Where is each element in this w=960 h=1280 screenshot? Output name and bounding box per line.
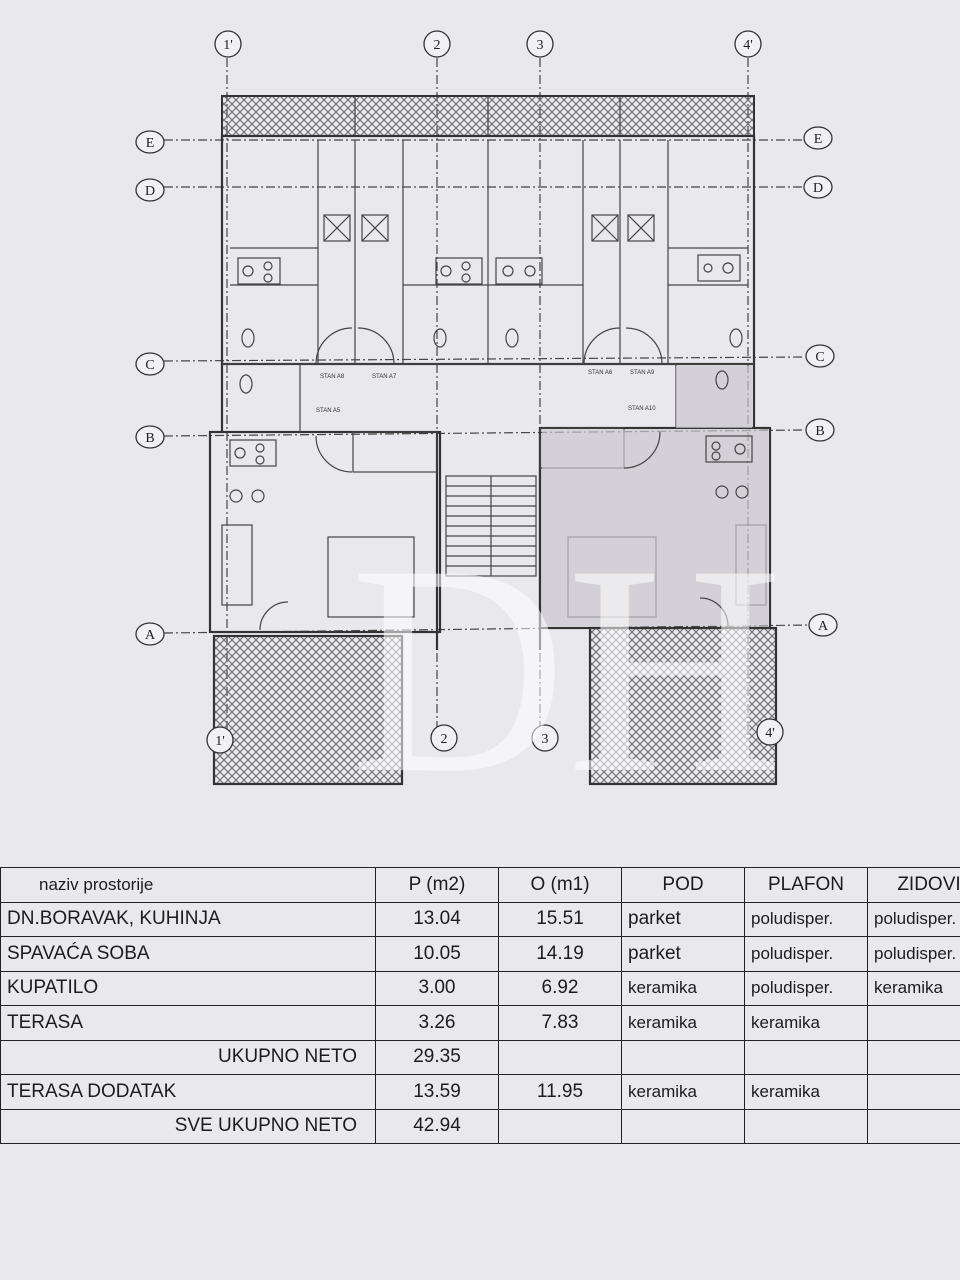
axis-bubbles-top: 1' 2 3 4' <box>214 30 762 58</box>
cell-floor: keramika <box>621 1074 745 1110</box>
cell-perimeter: 14.19 <box>498 936 622 972</box>
table-row: SPAVAĆA SOBA 10.05 14.19 parket poludisp… <box>0 936 960 972</box>
cell-perimeter: 15.51 <box>498 901 622 937</box>
staircase <box>445 475 537 577</box>
cell-subtotal-label: UKUPNO NETO <box>0 1039 376 1075</box>
cell-walls: keramika <box>867 970 960 1006</box>
cell-perimeter: 7.83 <box>498 1005 622 1041</box>
cell-ceiling: poludisper. <box>744 970 868 1006</box>
cell-area: 13.04 <box>375 901 499 937</box>
room-tag: STAN A7 <box>372 374 397 380</box>
cell-room-name: TERASA <box>0 1005 376 1041</box>
axis-label: B <box>815 424 824 439</box>
table-row: KUPATILO 3.00 6.92 keramika poludisper. … <box>0 970 960 1006</box>
room-tag: STAN A6 <box>588 370 613 376</box>
axis-bubbles-right: E D C B A <box>803 126 838 637</box>
cell-empty <box>744 1108 868 1144</box>
terraces <box>212 626 778 786</box>
cell-floor: parket <box>621 901 745 937</box>
floor-plan: STAN A8 STAN A7 STAN A6 STAN A9 STAN A5 … <box>135 30 838 820</box>
cell-room-name: TERASA DODATAK <box>0 1074 376 1110</box>
axis-label: D <box>813 181 823 196</box>
cell-empty <box>744 1039 868 1075</box>
axis-label: 1' <box>215 734 225 749</box>
cell-ceiling: keramika <box>744 1074 868 1110</box>
cell-area: 13.59 <box>375 1074 499 1110</box>
cell-floor: keramika <box>621 1005 745 1041</box>
cell-ceiling: keramika <box>744 1005 868 1041</box>
room-tag: STAN A8 <box>320 374 345 380</box>
cell-room-name: SPAVAĆA SOBA <box>0 936 376 972</box>
cell-walls <box>867 1005 960 1041</box>
table-row: DN.BORAVAK, KUHINJA 13.04 15.51 parket p… <box>0 901 960 937</box>
axis-label: E <box>146 136 155 151</box>
axis-label: 4' <box>765 726 775 741</box>
header-perimeter: O (m1) <box>498 867 622 903</box>
axis-bubbles-left: E D C B A <box>135 130 165 646</box>
cell-empty <box>621 1039 745 1075</box>
cell-walls: poludisper. <box>867 936 960 972</box>
axis-label: A <box>818 619 829 634</box>
table-row: TERASA 3.26 7.83 keramika keramika <box>0 1005 960 1041</box>
table-row: TERASA DODATAK 13.59 11.95 keramika kera… <box>0 1074 960 1110</box>
cell-total-label: SVE UKUPNO NETO <box>0 1108 376 1144</box>
cell-perimeter: 6.92 <box>498 970 622 1006</box>
door-swings <box>259 327 729 631</box>
top-balcony-strip <box>221 95 755 137</box>
cell-area: 3.00 <box>375 970 499 1006</box>
header-area: P (m2) <box>375 867 499 903</box>
cell-room-name: DN.BORAVAK, KUHINJA <box>0 901 376 937</box>
axis-label: 3 <box>537 38 544 53</box>
axis-label: C <box>145 358 154 373</box>
room-schedule-table: naziv prostorije P (m2) O (m1) POD PLAFO… <box>0 867 960 1144</box>
cell-empty <box>498 1108 622 1144</box>
cell-floor: parket <box>621 936 745 972</box>
cell-floor: keramika <box>621 970 745 1006</box>
room-tag: STAN A5 <box>316 408 341 414</box>
watermark-logo: DH <box>350 503 783 820</box>
axis-label: D <box>145 184 155 199</box>
cell-perimeter: 11.95 <box>498 1074 622 1110</box>
cell-total-area: 42.94 <box>375 1108 499 1144</box>
axis-label: 1' <box>223 38 233 53</box>
room-tag: STAN A9 <box>630 370 655 376</box>
header-ceiling: PLAFON <box>744 867 868 903</box>
cell-area: 10.05 <box>375 936 499 972</box>
cell-area: 3.26 <box>375 1005 499 1041</box>
header-floor: POD <box>621 867 745 903</box>
cell-ceiling: poludisper. <box>744 901 868 937</box>
axis-label: 2 <box>441 732 448 747</box>
room-tags: STAN A8 STAN A7 STAN A6 STAN A9 STAN A5 … <box>316 370 656 414</box>
axis-label: C <box>815 350 824 365</box>
room-tag: STAN A10 <box>628 406 656 412</box>
cell-empty <box>621 1108 745 1144</box>
axis-label: 4' <box>743 38 753 53</box>
table-total-row: SVE UKUPNO NETO 42.94 <box>0 1108 960 1144</box>
cell-room-name: KUPATILO <box>0 970 376 1006</box>
highlighted-apartment <box>542 366 768 626</box>
cell-ceiling: poludisper. <box>744 936 868 972</box>
header-name: naziv prostorije <box>0 867 376 903</box>
cell-empty <box>867 1039 960 1075</box>
axis-label: 2 <box>434 38 441 53</box>
axis-label: A <box>145 628 156 643</box>
header-walls: ZIDOVI <box>867 867 960 903</box>
axis-label: B <box>145 431 154 446</box>
axis-label: E <box>814 132 823 147</box>
table-header-row: naziv prostorije P (m2) O (m1) POD PLAFO… <box>0 867 960 903</box>
fixtures <box>229 214 753 503</box>
cell-empty <box>498 1039 622 1075</box>
axis-label: 3 <box>542 732 549 747</box>
cell-walls <box>867 1074 960 1110</box>
axis-bubbles-bottom: 1' 2 3 4' <box>206 718 784 754</box>
cell-walls: poludisper. <box>867 901 960 937</box>
cell-empty <box>867 1108 960 1144</box>
cell-subtotal-area: 29.35 <box>375 1039 499 1075</box>
table-subtotal-row: UKUPNO NETO 29.35 <box>0 1039 960 1075</box>
